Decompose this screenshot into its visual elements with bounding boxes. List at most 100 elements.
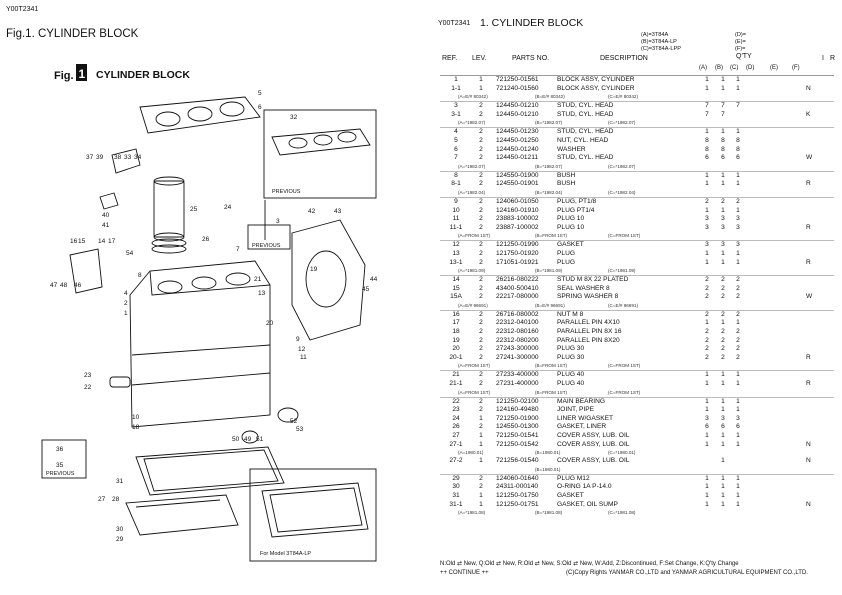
qty-b-cell: 1	[721, 397, 725, 405]
ref-cell: 6	[454, 145, 458, 153]
qty-a-cell: 1	[705, 500, 709, 508]
description-cell: STUD M 8X 22 PLATED	[557, 276, 629, 284]
lev-cell: 2	[479, 371, 483, 379]
serial-note-row: (A=FROM 1ST)(B=FROM 1ST)(C=FROM 1ST)	[440, 389, 834, 397]
parts-no-cell: 721240-01560	[496, 84, 539, 92]
parts-no-cell: 721250-01542	[496, 440, 539, 448]
qty-c-cell: 1	[736, 76, 740, 83]
lev-cell: 1	[479, 500, 483, 508]
callout: 49	[244, 436, 252, 443]
serial-note-row: (A=*1981.08)(B=*1981.08)(C=*1981.08)	[440, 509, 834, 517]
previous-label: PREVIOUS	[252, 243, 281, 249]
parts-no-cell: 27243-300000	[496, 345, 539, 353]
qty-a-cell: 3	[705, 241, 709, 249]
qty-b-cell: 1	[721, 371, 725, 379]
callout: 16	[70, 238, 78, 245]
lev-cell: 2	[479, 293, 483, 301]
header-r: R	[830, 55, 836, 62]
description-cell: PLUG	[557, 258, 575, 266]
qty-a-cell: 8	[705, 145, 709, 153]
parts-no-cell: 22217-080000	[496, 293, 539, 301]
description-cell: BLOCK ASSY, CYLINDER	[557, 76, 635, 83]
callout: 31	[116, 478, 124, 485]
qty-b-cell: 1	[721, 84, 725, 92]
change-code-cell: W	[806, 293, 813, 301]
callout: 35	[56, 462, 64, 469]
serial-note: (C=E/# 80342)	[608, 94, 639, 100]
ref-cell: 12	[452, 241, 460, 249]
qty-c-cell: 1	[736, 371, 740, 379]
description-cell: PLUG 10	[557, 223, 585, 231]
ref-cell: 8	[454, 171, 458, 179]
lev-cell: 2	[479, 380, 483, 388]
description-cell: PARALLEL PIN 8X20	[557, 336, 620, 344]
header-parts-no: PARTS NO.	[512, 55, 550, 62]
qty-a-cell: 1	[705, 206, 709, 214]
serial-note: (C=FROM 1ST)	[608, 233, 641, 239]
qty-a-cell: 2	[705, 328, 709, 336]
qty-b-cell: 1	[721, 491, 725, 499]
qty-c-cell: 1	[736, 500, 740, 508]
callout: 4	[124, 290, 128, 297]
callout: 1	[124, 310, 128, 317]
serial-note: (B=*1981.08)	[535, 510, 563, 516]
header-col-e: (E)	[770, 65, 778, 71]
serial-note-row: (A=1980.01)(B=1980.01)(C=*1980.01)	[440, 449, 834, 457]
ref-cell: 13-1	[449, 258, 463, 266]
parts-no-cell: 171051-01921	[496, 258, 539, 266]
parts-no-cell: 124450-01211	[496, 154, 539, 162]
serial-note-row: (B=1980.01)	[440, 466, 834, 474]
serial-note: (A=*1982.07)	[458, 163, 486, 169]
qty-b-cell: 2	[721, 276, 725, 284]
qty-a-cell: 7	[705, 110, 709, 118]
change-code-cell: N	[806, 457, 811, 465]
callout: 42	[308, 208, 316, 215]
lev-cell: 2	[479, 345, 483, 353]
callout: 53	[296, 426, 304, 433]
ref-cell: 1	[454, 76, 458, 83]
qty-a-cell: 1	[705, 180, 709, 188]
qty-a-cell: 6	[705, 423, 709, 431]
description-cell: SPRING WASHER 8	[557, 293, 619, 301]
qty-a-cell: 6	[705, 154, 709, 162]
lev-cell: 2	[479, 474, 483, 482]
qty-a-cell: 1	[705, 171, 709, 179]
description-cell: PARALLEL PIN 4X10	[557, 319, 620, 327]
serial-note: (B=E/# 96691)	[535, 302, 565, 308]
description-cell: BLOCK ASSY, CYLINDER	[557, 84, 635, 92]
qty-c-cell: 3	[736, 215, 740, 223]
qty-c-cell: 2	[736, 328, 740, 336]
qty-c-cell: 1	[736, 249, 740, 257]
ref-cell: 31	[452, 491, 460, 499]
qty-b-cell: 1	[721, 258, 725, 266]
change-code-cell: N	[806, 440, 811, 448]
parts-no-cell: 124550-01901	[496, 180, 539, 188]
callout: 11	[300, 354, 307, 361]
change-code-cell: R	[806, 380, 811, 388]
qty-a-cell: 1	[705, 371, 709, 379]
callout: 44	[370, 276, 378, 283]
legend-model: (C)=3T84A-LPP	[641, 46, 681, 53]
lev-cell: 2	[479, 223, 483, 231]
qty-a-cell: 3	[705, 223, 709, 231]
description-cell: COVER ASSY, LUB. OIL	[557, 432, 630, 439]
description-cell: COVER ASSY, LUB. OIL	[557, 440, 630, 448]
qty-c-cell: 1	[736, 171, 740, 179]
qty-c-cell: 1	[736, 380, 740, 388]
qty-b-cell: 7	[721, 110, 725, 118]
qty-a-cell: 1	[705, 491, 709, 499]
qty-a-cell: 1	[705, 397, 709, 405]
ref-cell: 30	[452, 483, 460, 491]
serial-note: (C=*1981.08)	[608, 510, 636, 516]
ref-cell: 21	[452, 371, 460, 379]
model-note: For Model 3T84A-LP	[260, 551, 311, 557]
qty-c-cell: 1	[736, 319, 740, 327]
